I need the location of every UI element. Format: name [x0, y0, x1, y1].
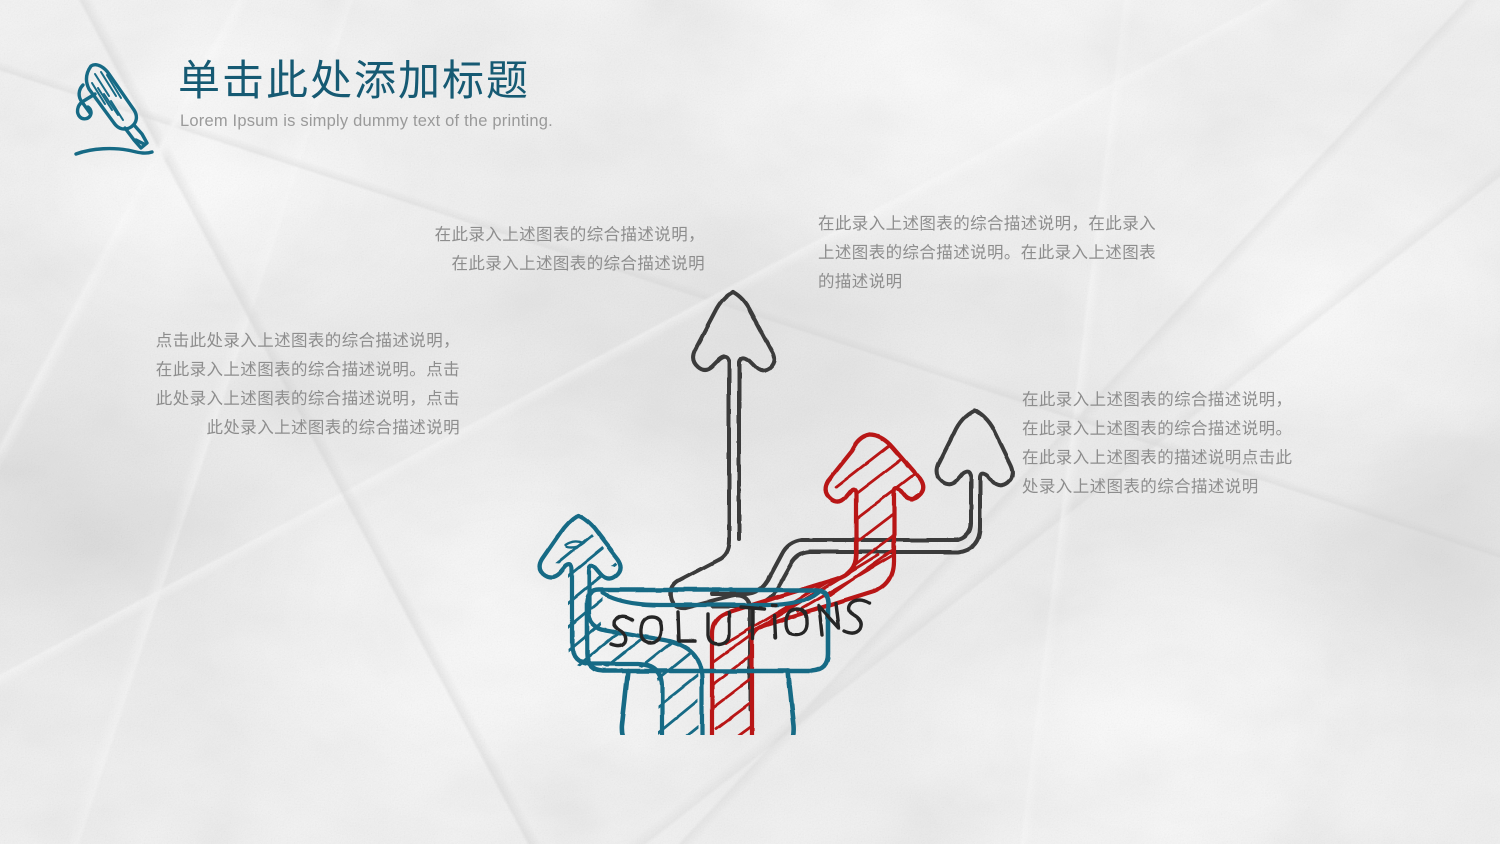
slide-header: 单击此处添加标题 Lorem Ipsum is simply dummy tex…: [0, 0, 1500, 180]
description-top-left[interactable]: 在此录入上述图表的综合描述说明， 在此录入上述图表的综合描述说明: [434, 226, 705, 273]
description-right[interactable]: 在此录入上述图表的综合描述说明， 在此录入上述图表的综合描述说明。 在此录入上述…: [1022, 391, 1293, 496]
page-title[interactable]: 单击此处添加标题: [178, 57, 531, 104]
fountain-pen-icon: [74, 63, 154, 156]
solutions-pot-illustration[interactable]: [450, 255, 1050, 735]
arrow-black-right-icon: [710, 408, 1015, 608]
description-left[interactable]: 点击此处录入上述图表的综合描述说明， 在此录入上述图表的综合描述说明。点击 此处…: [155, 332, 460, 437]
solutions-pot-icon: [584, 587, 831, 735]
arrow-red-right-icon: [709, 432, 926, 735]
page-subtitle[interactable]: Lorem Ipsum is simply dummy text of the …: [180, 112, 553, 131]
pot-label: [609, 598, 871, 648]
description-top-right[interactable]: 在此录入上述图表的综合描述说明，在此录入 上述图表的综合描述说明。在此录入上述图…: [818, 215, 1156, 291]
title-block: 单击此处添加标题 Lorem Ipsum is simply dummy tex…: [178, 56, 553, 131]
arrow-black-center-icon: [668, 290, 777, 712]
